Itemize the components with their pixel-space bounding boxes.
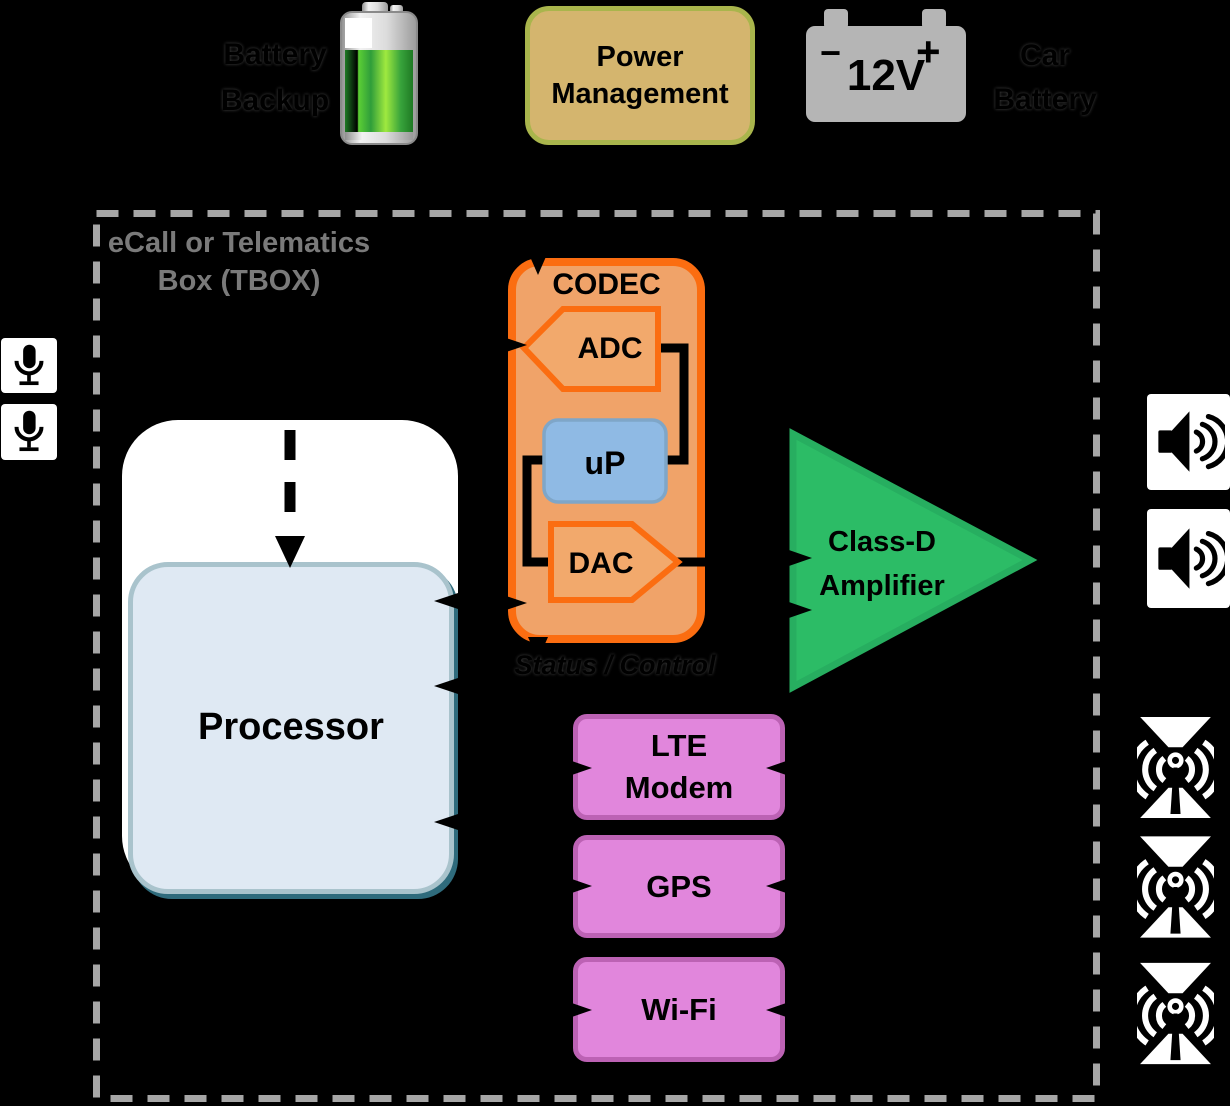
battery-backup-icon	[338, 2, 420, 148]
lte-modem-label: LTE Modem	[624, 728, 734, 805]
adc-label: ADC	[577, 332, 643, 365]
lte-modem-block: LTE Modem	[573, 714, 785, 820]
antenna-icon	[1129, 717, 1222, 818]
power-management-block: Power Management	[525, 6, 755, 145]
car-battery-label: Car Battery	[993, 39, 1097, 116]
up-label: uP	[584, 445, 626, 481]
tbox-title: eCall or Telematics Box (TBOX)	[107, 227, 371, 297]
status-control-label: Status / Control	[514, 650, 716, 680]
speaker-icon	[1147, 394, 1230, 490]
gps-label: GPS	[646, 868, 712, 904]
battery-voltage-label: 12V	[846, 51, 926, 100]
processor-block: Processor	[128, 562, 454, 894]
wifi-block: Wi-Fi	[573, 957, 785, 1062]
codec-title: CODEC	[552, 268, 661, 301]
antenna-icon	[1129, 962, 1222, 1065]
battery-terminal-positive	[922, 9, 946, 29]
battery-plus-sign: +	[916, 28, 941, 75]
microphone-icon	[1, 338, 57, 393]
microphone-icon	[1, 404, 57, 460]
gps-block: GPS	[573, 835, 785, 938]
car-battery-12v-icon	[806, 26, 966, 122]
antenna-icon	[1129, 836, 1222, 938]
power-management-label: Power Management	[551, 41, 729, 110]
class-d-amplifier-label: Class-D Amplifier	[819, 526, 945, 602]
processor-label: Processor	[198, 706, 384, 749]
battery-backup-label: Battery Backup	[220, 38, 330, 117]
battery-terminal-negative	[824, 9, 848, 29]
speaker-icon	[1147, 509, 1230, 608]
dac-label: DAC	[568, 547, 634, 580]
wifi-label: Wi-Fi	[641, 991, 717, 1027]
battery-minus-sign: −	[820, 32, 842, 73]
